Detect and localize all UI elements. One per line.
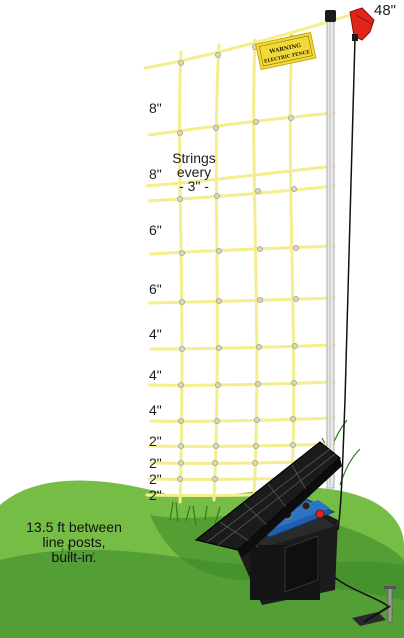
spacing-label: 2" <box>149 433 162 449</box>
strings-every-note: Strings every - 3" - <box>166 151 222 193</box>
warning-sign: WARNING ELECTRIC FENCE <box>256 32 316 69</box>
fence-height-label: 48" <box>374 2 396 19</box>
strings-note-line: every <box>166 165 222 179</box>
spacing-label: 2" <box>149 455 162 471</box>
line-posts-note: 13.5 ft between line posts, built-in. <box>14 520 134 565</box>
spacing-label: 4" <box>149 326 162 342</box>
line-posts-note-line: 13.5 ft between <box>14 520 134 535</box>
strings-note-line: - 3" - <box>166 179 222 193</box>
spacing-label: 4" <box>149 402 162 418</box>
spacing-label: 2" <box>149 487 162 503</box>
red-alligator-clip-icon <box>350 8 374 41</box>
spacing-label: 2" <box>149 471 162 487</box>
line-posts-note-line: line posts, <box>14 535 134 550</box>
spacing-label: 4" <box>149 367 162 383</box>
spacing-label: 8" <box>149 100 162 116</box>
fence-post <box>325 10 336 488</box>
spacing-label: 6" <box>149 222 162 238</box>
strings-note-line: Strings <box>166 151 222 165</box>
fence-netting <box>145 13 357 502</box>
netting-knots <box>177 35 298 481</box>
line-posts-note-line: built-in. <box>14 550 134 565</box>
spacing-label: 6" <box>149 281 162 297</box>
spacing-label: 8" <box>149 166 162 182</box>
